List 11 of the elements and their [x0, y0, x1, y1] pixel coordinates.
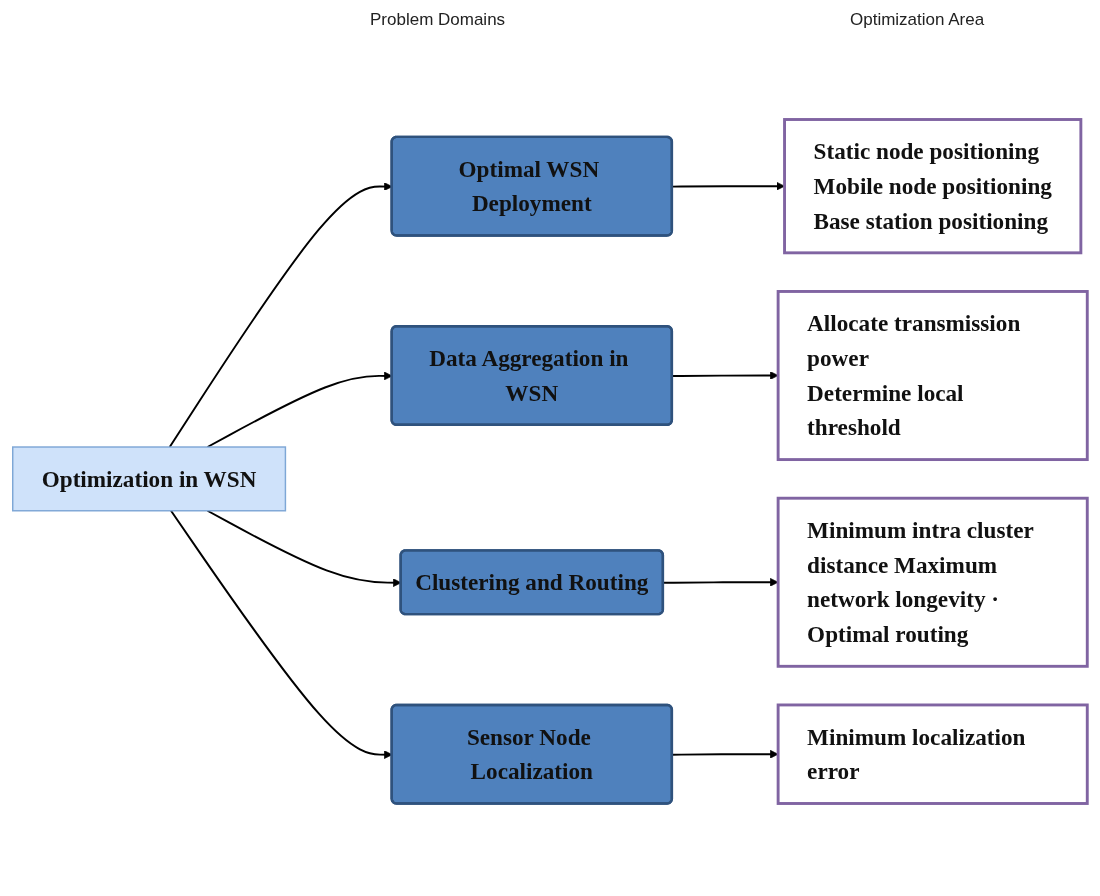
arrow — [662, 577, 779, 586]
node-box: Minimum intra cluster distance Maximum network longevity · Optimal routing — [776, 496, 1089, 668]
node-box: Static node positioning Mobile node positioning Base station positioning — [783, 117, 1083, 254]
arrow — [671, 370, 779, 380]
node-box: Minimum localization error — [776, 703, 1089, 805]
node-box: Allocate transmission power Determine local threshold — [776, 289, 1089, 461]
column-heading: Problem Domains — [370, 10, 506, 30]
arrow — [671, 749, 779, 758]
node-box: Optimization in WSN — [12, 445, 287, 511]
arrow — [671, 181, 785, 190]
column-heading: Optimization Area — [850, 10, 985, 30]
